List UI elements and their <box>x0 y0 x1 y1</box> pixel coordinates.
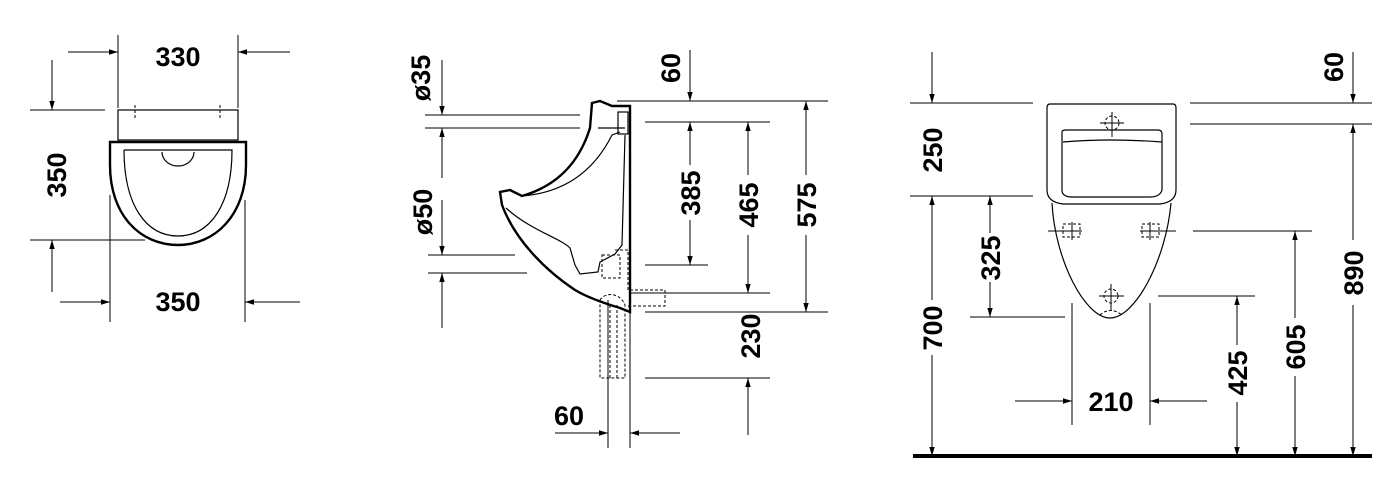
dimension-lines <box>30 35 300 322</box>
dim-top-height: 250 <box>918 127 948 172</box>
dim-top-offset-front: 60 <box>1319 52 1349 82</box>
dimension-lines <box>910 52 1372 456</box>
dim-230: 230 <box>736 313 766 358</box>
dim-depth: 350 <box>42 152 72 197</box>
dim-inlet-diameter: ø35 <box>406 55 436 102</box>
dim-total-height: 890 <box>1339 250 1369 295</box>
dim-325: 325 <box>976 235 1006 280</box>
dim-width-bowl: 350 <box>155 287 200 317</box>
dim-spacing: 210 <box>1088 387 1133 417</box>
dimension-lines <box>425 50 828 448</box>
dim-425: 425 <box>1223 350 1253 395</box>
dim-width-rim: 330 <box>155 42 200 72</box>
side-view: ø35 ø50 60 385 465 575 230 60 <box>406 50 828 448</box>
dim-605: 605 <box>1281 324 1311 369</box>
front-view-outline <box>1046 103 1177 319</box>
top-view-outline <box>108 105 248 247</box>
dim-575: 575 <box>792 182 822 227</box>
top-view: 330 350 350 <box>30 35 300 322</box>
dim-outlet-diameter: ø50 <box>408 189 438 236</box>
dim-wall-offset: 60 <box>554 401 584 431</box>
dim-top-offset: 60 <box>656 53 686 83</box>
dim-rim-height: 700 <box>918 305 948 350</box>
dim-385: 385 <box>676 170 706 215</box>
side-view-outline <box>498 99 666 379</box>
front-view: 250 700 325 210 425 605 890 60 <box>910 52 1372 458</box>
mounting-marks <box>1048 112 1176 316</box>
dim-465: 465 <box>734 182 764 227</box>
